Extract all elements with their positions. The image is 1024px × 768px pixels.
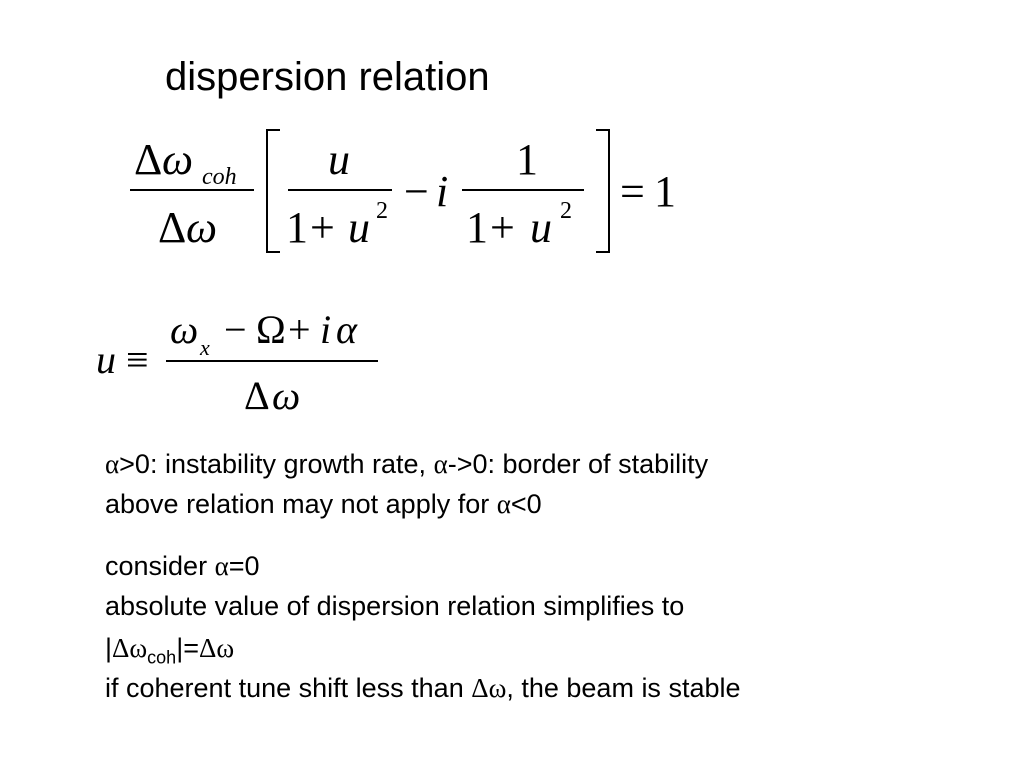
eq1-one-num: 1 bbox=[516, 135, 538, 184]
equals-sign: = bbox=[183, 633, 199, 663]
delta-omega-symbol: Δω bbox=[471, 673, 507, 703]
eq1-plus-den: + bbox=[310, 203, 335, 252]
note-growth-rate-text: >0: instability growth rate, bbox=[119, 449, 434, 479]
eq1-equals: = bbox=[620, 167, 645, 216]
note-stable-text: , the beam is stable bbox=[506, 673, 741, 703]
note-equals-zero: =0 bbox=[228, 551, 260, 581]
alpha-symbol: α bbox=[433, 449, 448, 479]
note-may-not-apply: above relation may not apply for α<0 bbox=[105, 484, 542, 524]
eq1-u-den: u bbox=[348, 203, 370, 252]
alpha-symbol: α bbox=[105, 449, 120, 479]
note-consider-text: consider bbox=[105, 551, 215, 581]
note-less-than-zero: <0 bbox=[510, 489, 542, 519]
note-coh-equation: |Δωcoh|=Δω bbox=[105, 628, 234, 677]
eq1-coh-subscript: coh bbox=[202, 164, 237, 190]
eq1-omega: ω bbox=[162, 135, 193, 184]
right-bracket bbox=[596, 129, 610, 253]
eq1-one-den: 1 bbox=[286, 203, 308, 252]
u-definition-equation: u ≡ ω x − Ω + i α Δ ω bbox=[96, 307, 378, 418]
eq2-den-omega: ω bbox=[272, 373, 300, 418]
alpha-symbol: α bbox=[496, 489, 511, 519]
eq2-Omega: Ω bbox=[256, 307, 286, 352]
eq1-square-2: 2 bbox=[560, 198, 572, 224]
eq2-plus: + bbox=[288, 307, 311, 352]
note-may-not-apply-text: above relation may not apply for bbox=[105, 489, 497, 519]
note-beam-stable: if coherent tune shift less than Δω, the… bbox=[105, 668, 741, 708]
left-bracket bbox=[266, 129, 280, 253]
eq1-u-den-2: u bbox=[530, 203, 552, 252]
eq1-delta: Δ bbox=[134, 135, 162, 184]
eq2-omega: ω bbox=[170, 307, 198, 352]
page-title: dispersion relation bbox=[165, 55, 490, 99]
eq1-den-omega: ω bbox=[186, 203, 217, 252]
eq2-alpha: α bbox=[336, 307, 358, 352]
eq1-square: 2 bbox=[376, 198, 388, 224]
eq2-minus: − bbox=[224, 307, 247, 352]
eq2-u: u bbox=[96, 337, 116, 382]
delta-omega-symbol: Δω bbox=[198, 633, 235, 663]
eq2-equiv: ≡ bbox=[126, 337, 149, 382]
eq2-x-subscript: x bbox=[199, 335, 210, 360]
eq1-den-delta: Δ bbox=[158, 203, 186, 252]
note-absolute-value: absolute value of dispersion relation si… bbox=[105, 591, 685, 621]
eq2-i: i bbox=[320, 307, 331, 352]
eq1-i: i bbox=[436, 167, 448, 216]
note-border-text: ->0: border of stability bbox=[447, 449, 709, 479]
note-tune-shift-text: if coherent tune shift less than bbox=[105, 673, 472, 703]
eq1-minus: − bbox=[404, 167, 429, 216]
dispersion-equation: Δ ω coh Δ ω u 1 + u 2 − i 1 1 + u 2 = 1 bbox=[130, 129, 676, 253]
coh-subscript: coh bbox=[147, 647, 177, 668]
note-growth-rate: α>0: instability growth rate, α->0: bord… bbox=[105, 444, 708, 484]
eq1-one-den-2: 1 bbox=[466, 203, 488, 252]
alpha-symbol: α bbox=[214, 551, 229, 581]
note-consider-alpha: consider α=0 bbox=[105, 546, 260, 586]
eq1-u-num: u bbox=[328, 135, 350, 184]
eq2-den-delta: Δ bbox=[244, 373, 270, 418]
abs-bar-right: | bbox=[176, 633, 184, 663]
delta-omega-symbol: Δω bbox=[112, 633, 148, 663]
eq1-plus-den-2: + bbox=[490, 203, 515, 252]
abs-bar-left: | bbox=[105, 633, 113, 663]
eq1-rhs: 1 bbox=[654, 167, 676, 216]
